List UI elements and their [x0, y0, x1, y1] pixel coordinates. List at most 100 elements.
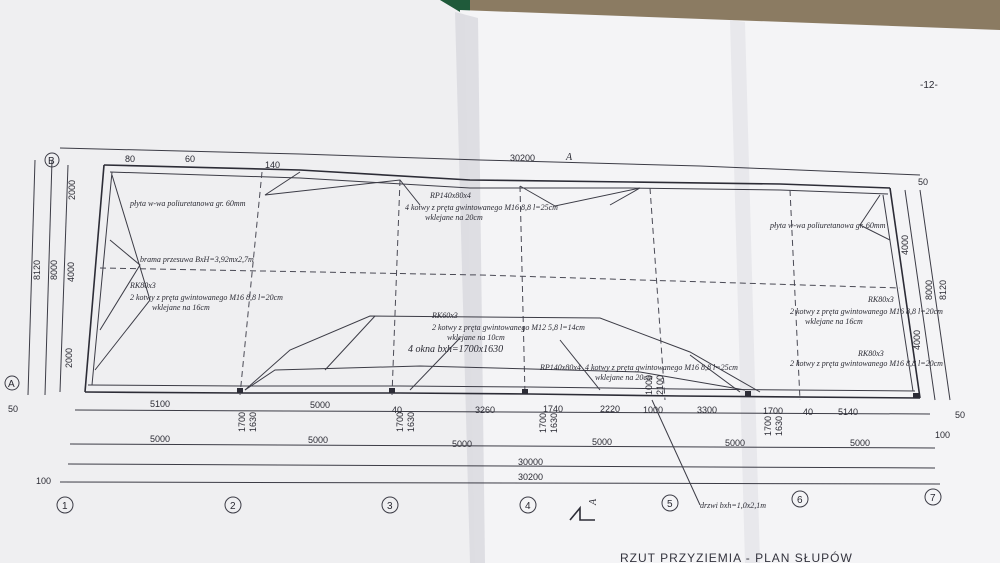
right-dim-total: 8120	[938, 280, 948, 300]
column-marker	[389, 388, 395, 393]
note-rp140-bottom-glue: wklejane na 20cm	[595, 373, 653, 382]
axis-line-6	[789, 189, 801, 401]
top-dim-30200: 30200	[510, 153, 535, 163]
column-marker	[522, 389, 528, 394]
left-dim: 100	[36, 476, 51, 486]
window-lintel-inner	[244, 365, 746, 391]
axis-line-4	[519, 185, 526, 396]
top-dim: 60	[185, 154, 195, 164]
top-dim: 80	[125, 154, 135, 164]
door-leader	[651, 399, 701, 506]
left-dim: 2000	[67, 180, 77, 200]
dim-row1-value: 3260	[475, 405, 495, 415]
brace-4	[689, 354, 741, 393]
wall-top-outer	[103, 164, 891, 189]
window-dim: 1700	[237, 412, 247, 432]
dim-row1-value: 1000	[643, 405, 663, 415]
left-dim: 50	[8, 404, 18, 414]
note-rk80-right-2-anchor: 2 kotwy z pręta gwintowanego M16 8,8 l=2…	[790, 359, 943, 368]
note-panel-left: płyta w-wa poliuretanowa gr. 60mm	[129, 199, 246, 208]
note-rp140-bottom-anchor: 4 kotwy z pręta gwintowanego M16 8,8 l=2…	[585, 363, 738, 372]
window-dim: 1700	[763, 416, 773, 436]
note-rk80-left-anchor: 2 kotwy z pręta gwintowanego M16 8,8 l=2…	[130, 293, 283, 302]
dim-row2-value: 5000	[308, 435, 328, 445]
svg-text:1: 1	[62, 501, 68, 512]
note-rp140-top-anchor: 4 kotwy z pręta gwintowanego M16 8,8 l=2…	[405, 203, 558, 212]
window-dim: 1700	[538, 413, 548, 433]
brace-2	[409, 337, 461, 391]
left-dim: 2000	[64, 348, 74, 368]
right-dim: 50	[955, 410, 965, 420]
dim-row1-value: 5140	[838, 407, 858, 417]
column-marker	[237, 388, 243, 393]
right-dim: 100	[935, 430, 950, 440]
note-rp140-top-glue: wklejane na 20cm	[425, 213, 483, 222]
dim-row1-value: 5000	[310, 400, 330, 410]
note-rk60: RK60x3	[431, 311, 458, 320]
brace-1	[324, 315, 376, 371]
left-dim-line-2	[44, 159, 53, 396]
column-marker	[745, 391, 751, 396]
left-dim: 4000	[66, 262, 76, 282]
note-rk80-left-glue: wklejane na 16cm	[152, 303, 210, 312]
drawing-title: RZUT PRZYZIEMIA - PLAN SŁUPÓW	[620, 550, 853, 563]
wall-bottom-inner	[87, 384, 916, 392]
dim-row1-value: 5100	[150, 399, 170, 409]
window-dim: 1700	[395, 412, 405, 432]
paper-sheet-left	[0, 0, 475, 563]
right-dim: 4000	[900, 235, 910, 255]
note-gate: brama przesuwa BxH=3,92mx2,7m	[140, 255, 254, 264]
brace-3	[559, 339, 601, 391]
top-brace-left	[264, 171, 421, 206]
window-dim: 1630	[549, 413, 559, 433]
dim-row1-value: 40	[392, 405, 402, 415]
note-rp140-bottom: RP140x80x4	[539, 363, 581, 372]
wall-left	[84, 164, 105, 393]
note-door: drzwi bxh=1,0x2,1m	[700, 501, 766, 510]
dim-row2-value: 5000	[452, 439, 472, 449]
right-dim-line-1	[904, 189, 936, 401]
note-rk80-right-1-anchor: 2 kotwy z pręta gwintowanego M16 8,8 l=2…	[790, 307, 943, 316]
door-dim: 2100	[655, 375, 665, 395]
right-dim: 4000	[912, 330, 922, 350]
axis-bubble-A: A	[4, 375, 20, 391]
axis-line-horizontal	[99, 267, 901, 289]
note-rk80-right-1: RK80x3	[867, 295, 894, 304]
note-panel-right: płyta w-wa poliuretanowa gr. 60mm	[769, 221, 886, 230]
overall-dim-inner: 30000	[518, 457, 543, 467]
dim-row1-value: 1740	[543, 404, 563, 414]
right-dim-line-2	[919, 189, 951, 401]
note-rk60-anchor: 2 kotwy z pręta gwintowanego M12 5,8 l=1…	[432, 323, 585, 332]
svg-text:2: 2	[230, 501, 236, 512]
svg-text:4: 4	[525, 501, 531, 512]
right-dim-mid: 8000	[924, 280, 934, 300]
wall-left-inner	[91, 171, 113, 386]
paper-sheet-right	[455, 10, 1000, 563]
wall-right	[889, 187, 921, 399]
section-mark-top: A	[565, 152, 573, 163]
page-fold-shadow	[455, 12, 485, 563]
dim-row1-value: 3300	[697, 405, 717, 415]
svg-text:5: 5	[667, 499, 673, 510]
note-rk80-right-1-glue: wklejane na 16cm	[805, 317, 863, 326]
axis-bubble-7: 7	[924, 488, 942, 506]
axis-bubble-4: 4	[519, 496, 537, 514]
svg-text:3: 3	[387, 501, 393, 512]
left-gate-brace-2	[99, 239, 141, 331]
svg-text:7: 7	[930, 493, 936, 504]
dim-row-3-line	[67, 463, 936, 469]
window-dim: 1630	[248, 412, 258, 432]
top-dim: 50	[918, 177, 928, 187]
door-dim: 1000	[644, 375, 654, 395]
note-windows: 4 okna bxh=1700x1630	[408, 344, 503, 355]
axis-line-3	[391, 179, 401, 396]
dim-row-1-line	[74, 409, 931, 415]
dim-row2-value: 5000	[850, 438, 870, 448]
dim-row1-value: 1700	[763, 406, 783, 416]
left-gate-brace	[94, 174, 151, 371]
axis-bubble-1: 1	[56, 496, 74, 514]
note-rk80-left: RK80x3	[129, 281, 156, 290]
wall-bottom-outer	[84, 391, 921, 399]
axis-bubble-B: B	[44, 152, 60, 168]
